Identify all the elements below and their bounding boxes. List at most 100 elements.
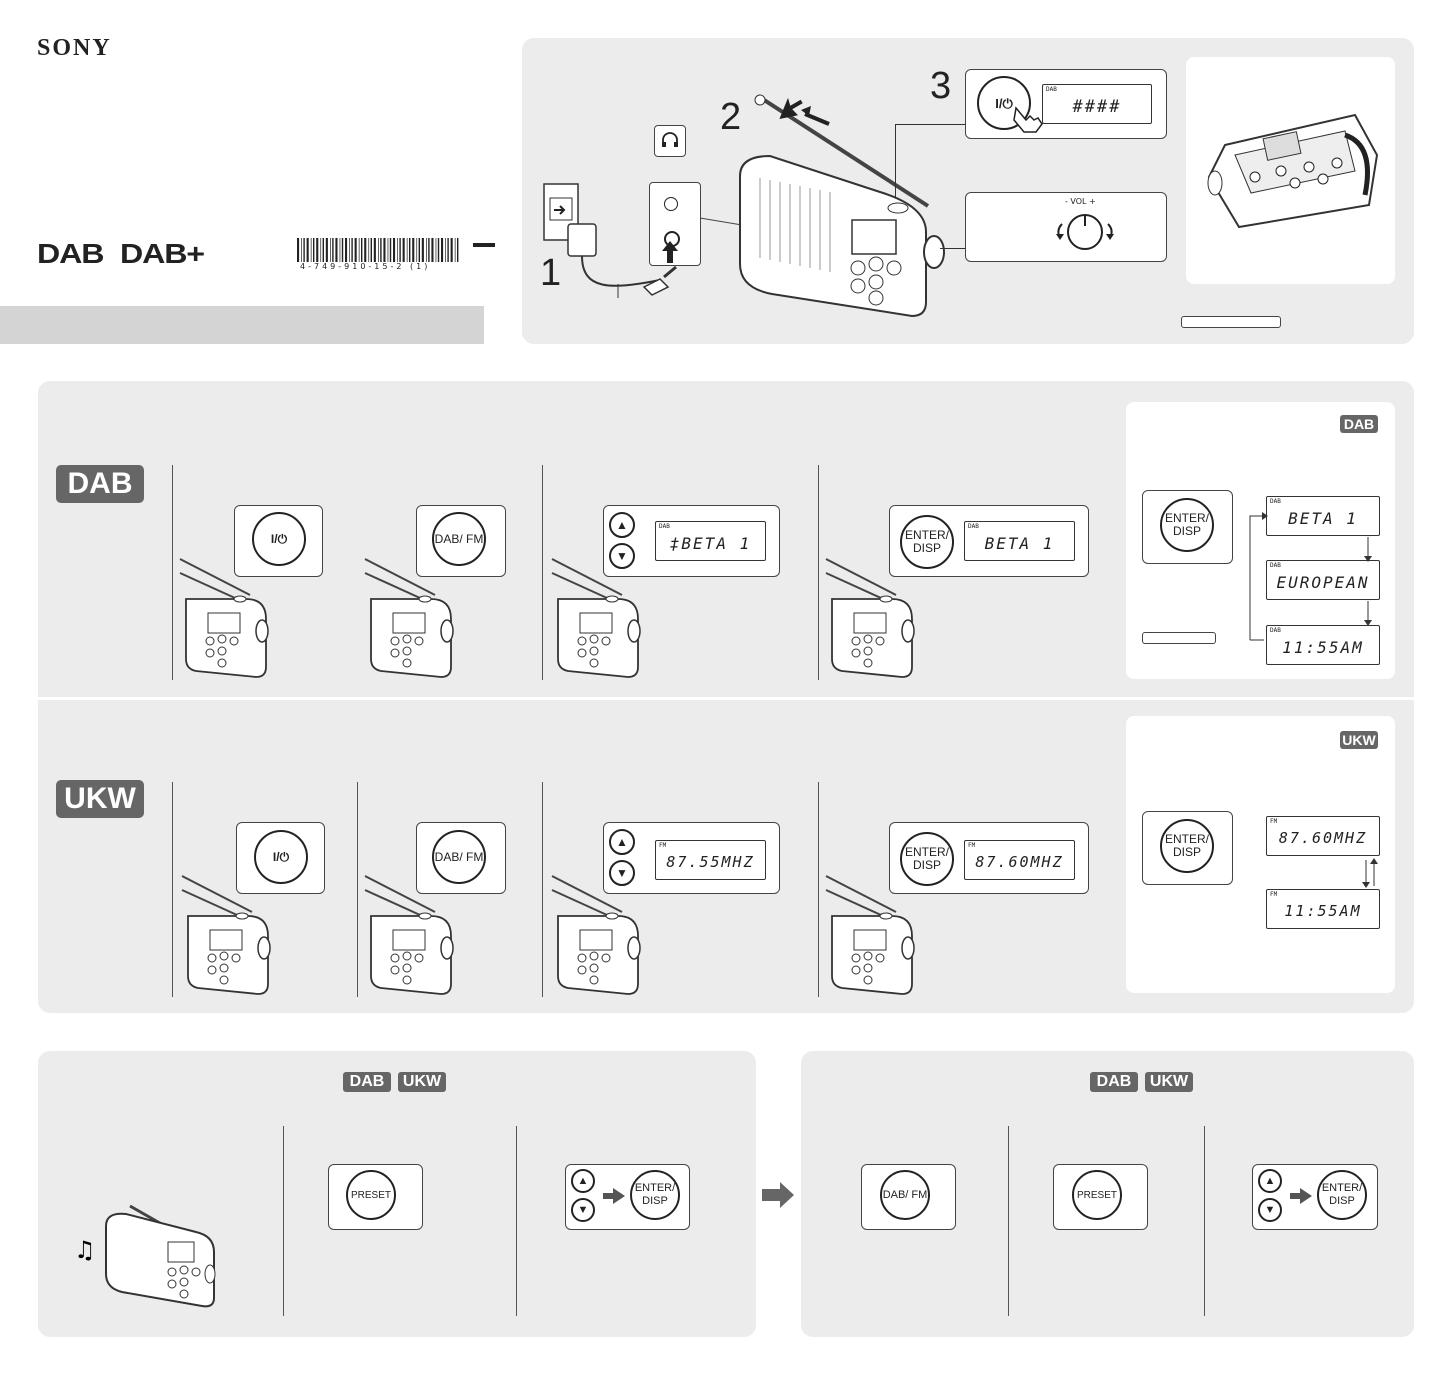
setup-lcd-text: #### — [1072, 97, 1122, 117]
recall-preset-button[interactable]: PRESET — [1072, 1170, 1122, 1220]
ukw-display-enter-button[interactable]: ENTER/ DISP — [1160, 819, 1214, 873]
recall-dabfm-button[interactable]: DAB/ FM — [880, 1170, 930, 1220]
dab-display-pill — [1142, 632, 1216, 644]
dab-divider-1 — [172, 465, 173, 680]
plug-illustration — [642, 265, 677, 296]
panel-arrow-icon — [762, 1182, 794, 1208]
battery-compartment-illustration — [1207, 113, 1379, 229]
ukw-dabfm-button[interactable]: DAB/ FM — [432, 830, 486, 884]
headphone-icon-box — [654, 125, 686, 157]
lcd-text: BETA 1 — [984, 534, 1055, 553]
step-2-number: 2 — [720, 96, 742, 138]
lcd-indicator: FM — [1270, 818, 1278, 825]
svg-text:♫: ♫ — [74, 1236, 96, 1264]
lcd-text: 11:55AM — [1284, 902, 1362, 920]
recall-divider-2 — [1204, 1126, 1205, 1316]
mini-radio-illustration — [551, 875, 641, 995]
ukw-divider-4 — [818, 782, 819, 997]
recall-divider-1 — [1008, 1126, 1009, 1316]
wall-socket-illustration — [543, 183, 661, 298]
dab-plus-logo: DAB+ — [120, 238, 205, 269]
ukw-divider-1 — [172, 782, 173, 997]
recall-up-button[interactable]: ▲ — [1258, 1169, 1282, 1193]
lcd-indicator: DAB — [659, 523, 670, 530]
dab-dabfm-button[interactable]: DAB/ FM — [432, 512, 486, 566]
dab-up-button[interactable]: ▲ — [609, 512, 635, 538]
ukw-badge: UKW — [56, 780, 144, 818]
store-tag-dab: DAB — [343, 1072, 391, 1092]
recall-tag-ukw: UKW — [1145, 1072, 1193, 1092]
store-tag-ukw: UKW — [398, 1072, 446, 1092]
ukw-display-tag: UKW — [1340, 731, 1378, 749]
connector-line-power — [895, 124, 966, 197]
ukw-enter-button[interactable]: ENTER/ DISP — [900, 832, 954, 886]
ukw-down-button[interactable]: ▼ — [609, 860, 635, 886]
playing-radio-illustration: ♫ — [74, 1204, 216, 1308]
step-1-number: 1 — [540, 252, 562, 294]
recall-down-button[interactable]: ▼ — [1258, 1198, 1282, 1222]
lcd-indicator: DAB — [1270, 562, 1281, 569]
hand-pointer-icon — [1013, 106, 1043, 133]
dab-divider-2 — [542, 465, 543, 680]
ukw-divider-3 — [542, 782, 543, 997]
jack-panel — [649, 182, 701, 266]
lcd-indicator: FM — [659, 842, 667, 849]
dab-enter-button[interactable]: ENTER/ DISP — [900, 515, 954, 569]
dab-logo: DAB — [37, 238, 104, 269]
section-divider — [38, 697, 1414, 700]
dab-step3-lcd: DAB ‡BETA 1 — [655, 521, 766, 561]
recall-enter-button[interactable]: ENTER/ DISP — [1317, 1170, 1367, 1220]
dab-display-tag: DAB — [1340, 415, 1378, 433]
dab-badge: DAB — [56, 465, 144, 503]
ukw-step4-lcd: FM 87.60MHZ — [964, 840, 1075, 880]
ukw-power-button[interactable]: I/⏻ — [254, 830, 308, 884]
lcd-indicator: DAB — [968, 523, 979, 530]
lcd-indicator: FM — [1270, 891, 1278, 898]
dab-display-enter-button[interactable]: ENTER/ DISP — [1160, 498, 1214, 552]
dab-power-button[interactable]: I/⏻ — [252, 512, 306, 566]
recall-tag-dab: DAB — [1090, 1072, 1138, 1092]
connector-line-vol — [940, 248, 966, 249]
dab-display-lcd-2: DAB EUROPEAN — [1266, 560, 1380, 600]
dash-mark — [473, 243, 495, 247]
lcd-indicator: DAB — [1270, 498, 1281, 505]
dab-cycle-arrows — [1249, 512, 1372, 641]
recall-arrow-icon — [1290, 1188, 1312, 1204]
store-preset-button[interactable]: PRESET — [346, 1170, 396, 1220]
arrow-up-icon — [662, 241, 678, 263]
lcd-text: EUROPEAN — [1276, 573, 1370, 592]
mini-radio-illustration — [179, 558, 269, 678]
headphone-icon — [662, 132, 678, 147]
barcode-caption: 4-749-910-15-2 (1) — [300, 262, 431, 271]
dab-step4-lcd: DAB BETA 1 — [964, 521, 1075, 561]
setup-volume-box — [965, 192, 1167, 262]
barcode — [297, 238, 459, 262]
mini-radio-illustration — [364, 558, 454, 678]
store-up-button[interactable]: ▲ — [571, 1169, 595, 1193]
mini-radio-illustration — [825, 558, 915, 678]
store-down-button[interactable]: ▼ — [571, 1198, 595, 1222]
mini-radio-illustration — [181, 875, 271, 995]
sony-logo: SONY — [37, 35, 112, 61]
mini-radio-illustration — [364, 875, 454, 995]
store-divider-2 — [516, 1126, 517, 1316]
lcd-text: ‡BETA 1 — [669, 534, 752, 553]
ukw-toggle-arrows — [1362, 858, 1378, 888]
store-enter-button[interactable]: ENTER/ DISP — [630, 1170, 680, 1220]
store-arrow-icon — [603, 1188, 625, 1204]
store-divider-1 — [283, 1126, 284, 1316]
dab-divider-3 — [818, 465, 819, 680]
arrow-2-icon — [779, 97, 830, 126]
mini-radio-illustration — [551, 558, 641, 678]
volume-dial-icon[interactable] — [1050, 206, 1120, 254]
dab-down-button[interactable]: ▼ — [609, 543, 635, 569]
lcd-text: 87.60MHZ — [1278, 829, 1368, 847]
ukw-up-button[interactable]: ▲ — [609, 829, 635, 855]
lcd-text: 87.60MHZ — [975, 853, 1064, 871]
volume-label: - VOL + — [1065, 197, 1096, 206]
lcd-text: 11:55AM — [1282, 638, 1364, 657]
lcd-indicator: DAB — [1270, 627, 1281, 634]
